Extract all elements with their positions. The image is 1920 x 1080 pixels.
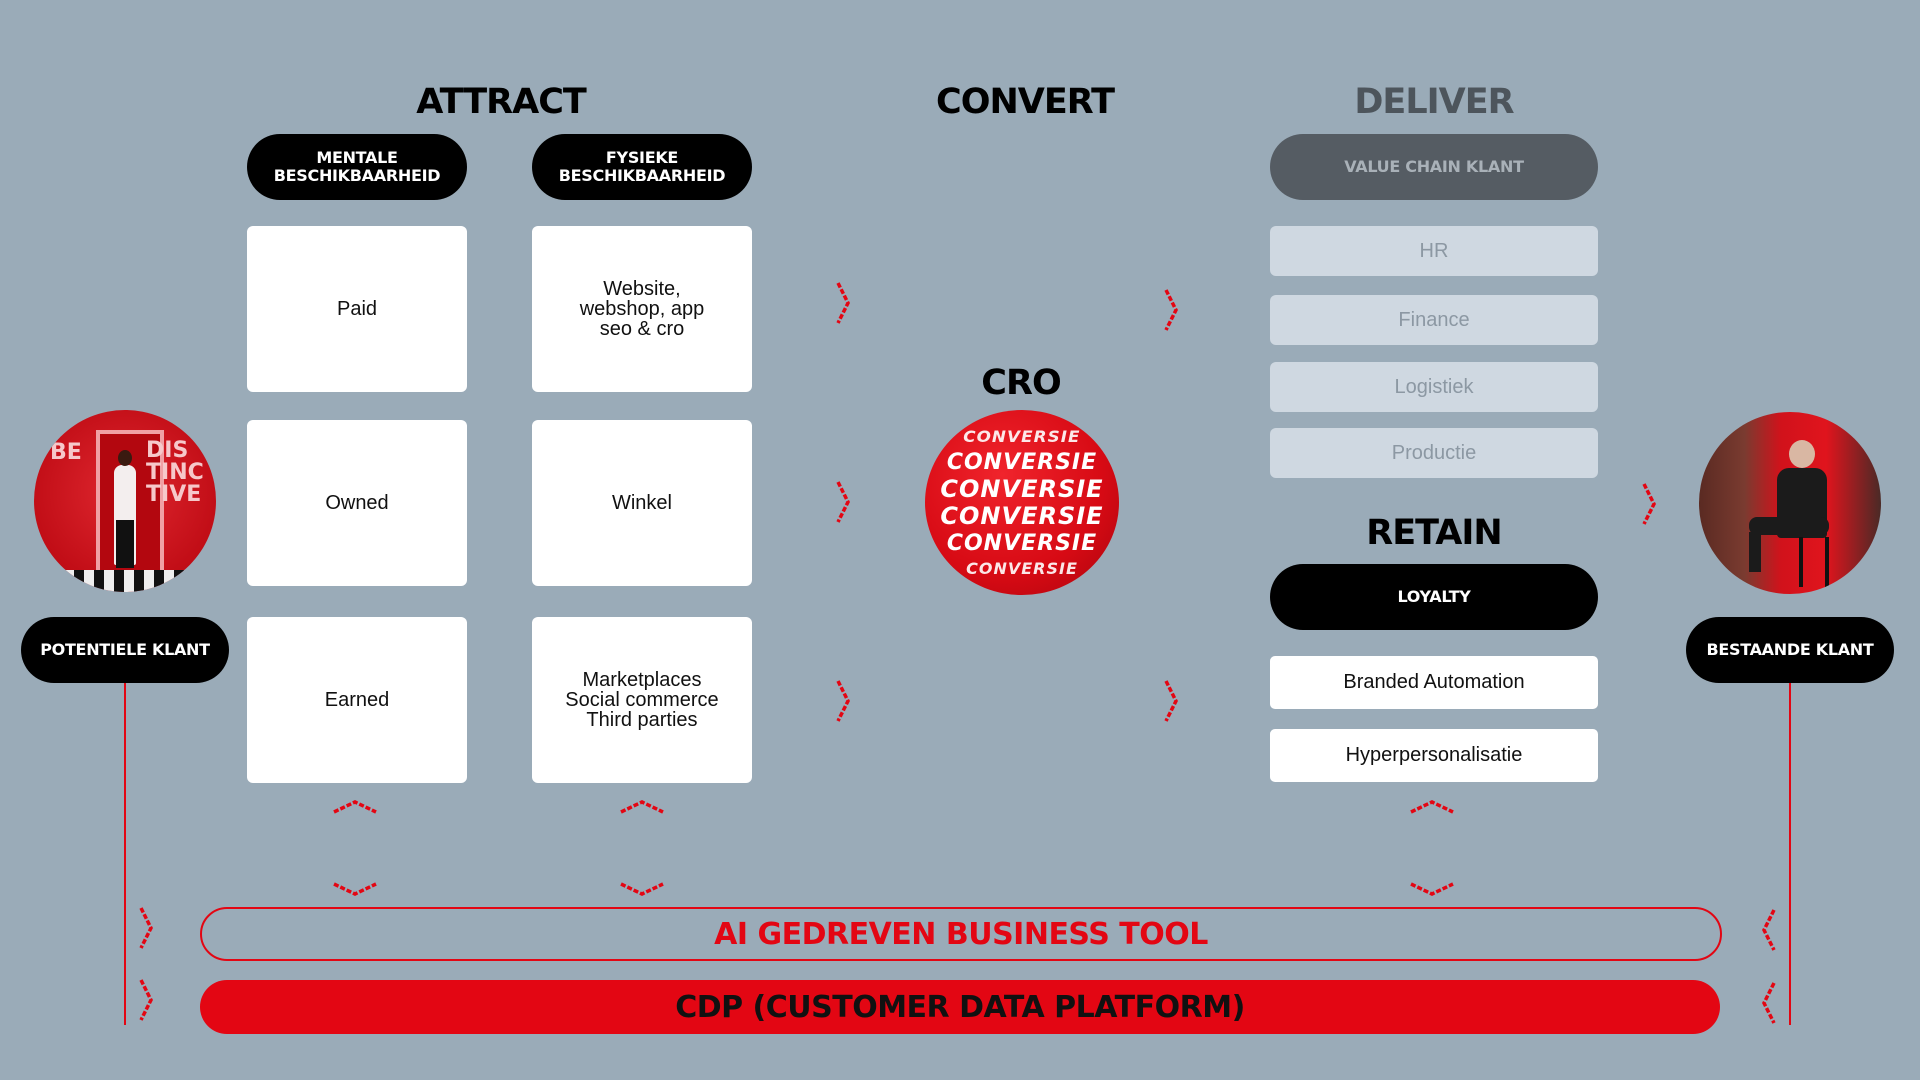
chevron-right-icon (1164, 289, 1178, 331)
retain-item-hyperpersonalisatie: Hyperpersonalisatie (1270, 729, 1598, 782)
sphere-text-3: CONVERSIE (940, 474, 1104, 503)
sphere-text-4: CONVERSIE (940, 501, 1104, 530)
card-website: Website, webshop, app seo & cro (532, 226, 752, 392)
value-chain-pill: VALUE CHAIN KLANT (1270, 134, 1598, 200)
deliver-item-productie: Productie (1270, 428, 1598, 478)
cdp-label: CDP (CUSTOMER DATA PLATFORM) (675, 989, 1245, 1025)
potential-customer-pill: POTENTIELE KLANT (21, 617, 229, 683)
sphere-text-1: CONVERSIE (963, 426, 1081, 446)
chevron-right-icon (139, 979, 153, 1021)
retain-item-branded-automation: Branded Automation (1270, 656, 1598, 709)
physical-pill-line-1: FYSIEKE (605, 148, 679, 167)
photo-text-dis: DIS (146, 438, 189, 463)
chevron-right-icon (139, 907, 153, 949)
attract-heading: ATTRACT (416, 82, 587, 122)
chevron-up-icon (620, 800, 664, 814)
convert-heading: CONVERT (936, 82, 1115, 122)
photo-text-be: BE (50, 440, 82, 465)
ai-tool-bar: AI GEDREVEN BUSINESS TOOL (200, 907, 1722, 961)
sphere-text-5: CONVERSIE (946, 530, 1098, 556)
chevron-left-icon (1762, 909, 1776, 951)
existing-customer-photo (1699, 412, 1881, 594)
photo-text-tive: TIVE (146, 482, 202, 507)
chevron-right-icon (836, 680, 850, 722)
chevron-down-icon (333, 882, 377, 896)
cro-heading: CRO (981, 363, 1061, 403)
chevron-right-icon (1642, 483, 1656, 525)
chevron-left-icon (1762, 982, 1776, 1024)
chevron-down-icon (620, 882, 664, 896)
chevron-up-icon (333, 800, 377, 814)
existing-customer-pill: BESTAANDE KLANT (1686, 617, 1894, 683)
cdp-bar: CDP (CUSTOMER DATA PLATFORM) (200, 980, 1720, 1034)
conversie-sphere-icon: CONVERSIE CONVERSIE CONVERSIE CONVERSIE … (925, 410, 1119, 595)
chevron-up-icon (1410, 800, 1454, 814)
chevron-right-icon (1164, 680, 1178, 722)
card-earned: Earned (247, 617, 467, 783)
card-paid: Paid (247, 226, 467, 392)
deliver-item-logistiek: Logistiek (1270, 362, 1598, 412)
left-vertical-line (124, 683, 126, 1025)
right-vertical-line (1789, 683, 1791, 1025)
card-winkel: Winkel (532, 420, 752, 586)
mental-pill-line-2: BESCHIKBAARHEID (273, 166, 441, 185)
chevron-down-icon (1410, 882, 1454, 896)
card-marketplaces: Marketplaces Social commerce Third parti… (532, 617, 752, 783)
chevron-right-icon (836, 282, 850, 324)
potential-customer-photo: BE DIS TINC TIVE (34, 410, 216, 592)
deliver-item-finance: Finance (1270, 295, 1598, 345)
chevron-right-icon (836, 481, 850, 523)
retain-heading: RETAIN (1366, 513, 1502, 553)
card-owned: Owned (247, 420, 467, 586)
physical-pill-line-2: BESCHIKBAARHEID (558, 166, 726, 185)
loyalty-pill: LOYALTY (1270, 564, 1598, 630)
deliver-heading: DELIVER (1354, 82, 1514, 122)
mental-pill-line-1: MENTALE (316, 148, 398, 167)
sphere-text-2: CONVERSIE (946, 449, 1098, 475)
ai-tool-label: AI GEDREVEN BUSINESS TOOL (714, 916, 1208, 952)
deliver-item-hr: HR (1270, 226, 1598, 276)
sphere-text-6: CONVERSIE (966, 558, 1078, 578)
photo-text-tinc: TINC (146, 460, 204, 485)
